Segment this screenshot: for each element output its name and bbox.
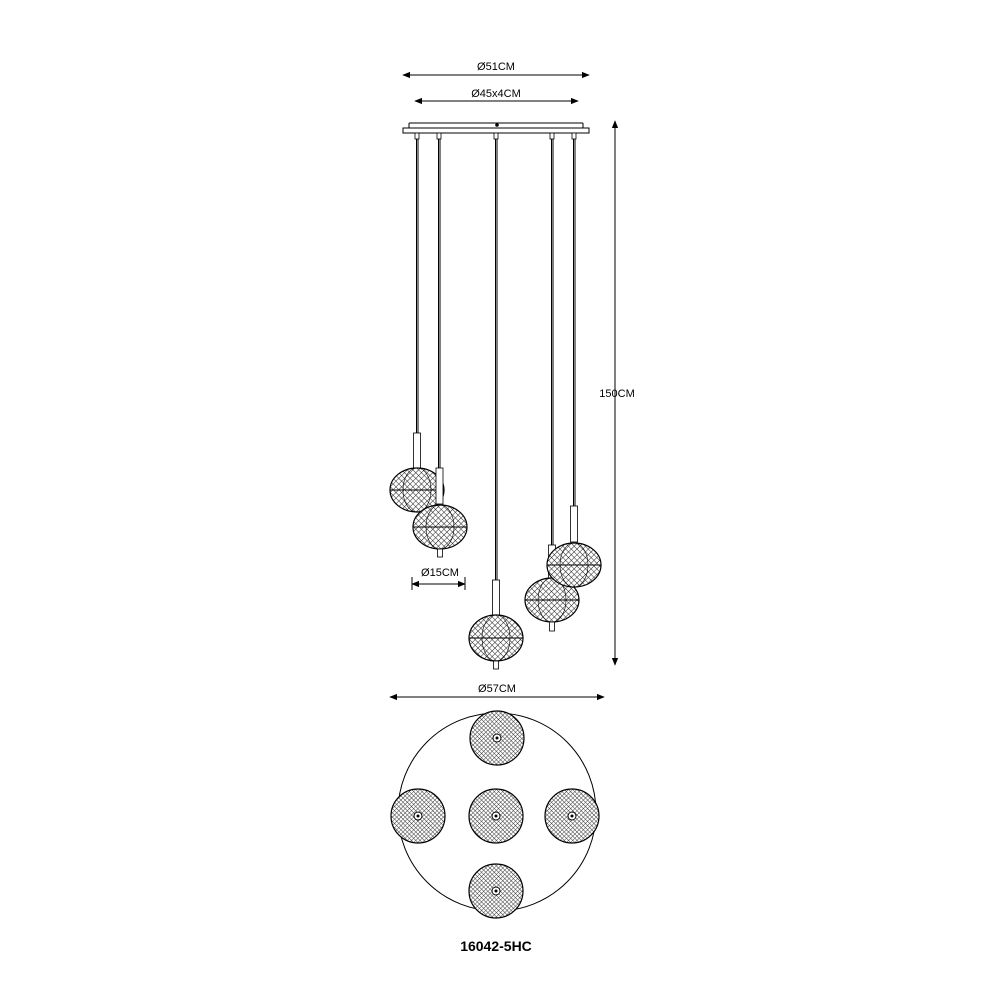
- dimension-shade-diameter: Ø15CM: [411, 567, 466, 590]
- plan-shade-top: [469, 710, 525, 766]
- dimension-total-height: 150CM: [599, 120, 635, 666]
- canopy-width-label: Ø51CM: [477, 61, 515, 73]
- pendant-5: [546, 132, 602, 588]
- model-number: 16042-5HC: [460, 938, 532, 954]
- canopy-inner-label: Ø45x4CM: [471, 88, 521, 100]
- dimension-overall-diameter: Ø57CM: [389, 683, 605, 701]
- plan-view: [390, 710, 600, 919]
- canopy: [402, 122, 590, 134]
- plan-shade-left: [390, 788, 446, 844]
- pendant-3: [468, 132, 524, 670]
- pendant-2: [412, 132, 468, 558]
- total-height-label: 150CM: [599, 388, 634, 400]
- overall-diameter-label: Ø57CM: [478, 683, 516, 695]
- plan-shade-center: [468, 788, 524, 844]
- plan-shade-right: [544, 788, 600, 844]
- dimension-canopy-width: Ø51CM: [402, 61, 590, 79]
- dimension-canopy-inner: Ø45x4CM: [414, 88, 579, 105]
- pendant-1: [389, 132, 445, 513]
- plan-shade-bottom: [468, 863, 524, 919]
- shade-diameter-label: Ø15CM: [421, 567, 459, 579]
